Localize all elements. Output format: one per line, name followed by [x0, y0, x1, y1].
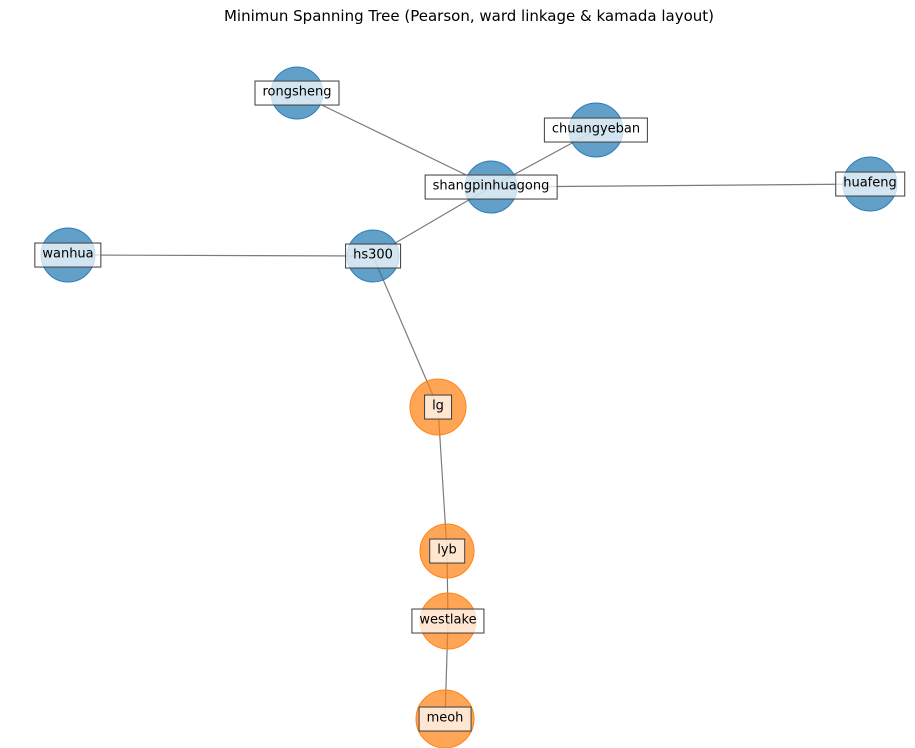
chart-title: Minimun Spanning Tree (Pearson, ward lin…: [223, 7, 715, 25]
node-label-chuangyeban: chuangyeban: [543, 117, 649, 143]
edge-rongsheng-shangpinhuagong: [296, 92, 492, 188]
nodes-layer: [40, 66, 898, 748]
node-label-lg: lg: [424, 394, 452, 420]
node-label-huafeng: huafeng: [835, 171, 905, 197]
node-label-meoh: meoh: [418, 706, 472, 732]
node-label-hs300: hs300: [345, 243, 401, 269]
node-label-westlake: westlake: [411, 608, 485, 634]
node-label-wanhua: wanhua: [34, 242, 102, 268]
node-label-lyb: lyb: [429, 538, 465, 564]
node-label-rongsheng: rongsheng: [254, 80, 340, 106]
node-label-shangpinhuagong: shangpinhuagong: [424, 174, 558, 200]
edge-wanhua-hs300: [67, 254, 374, 257]
